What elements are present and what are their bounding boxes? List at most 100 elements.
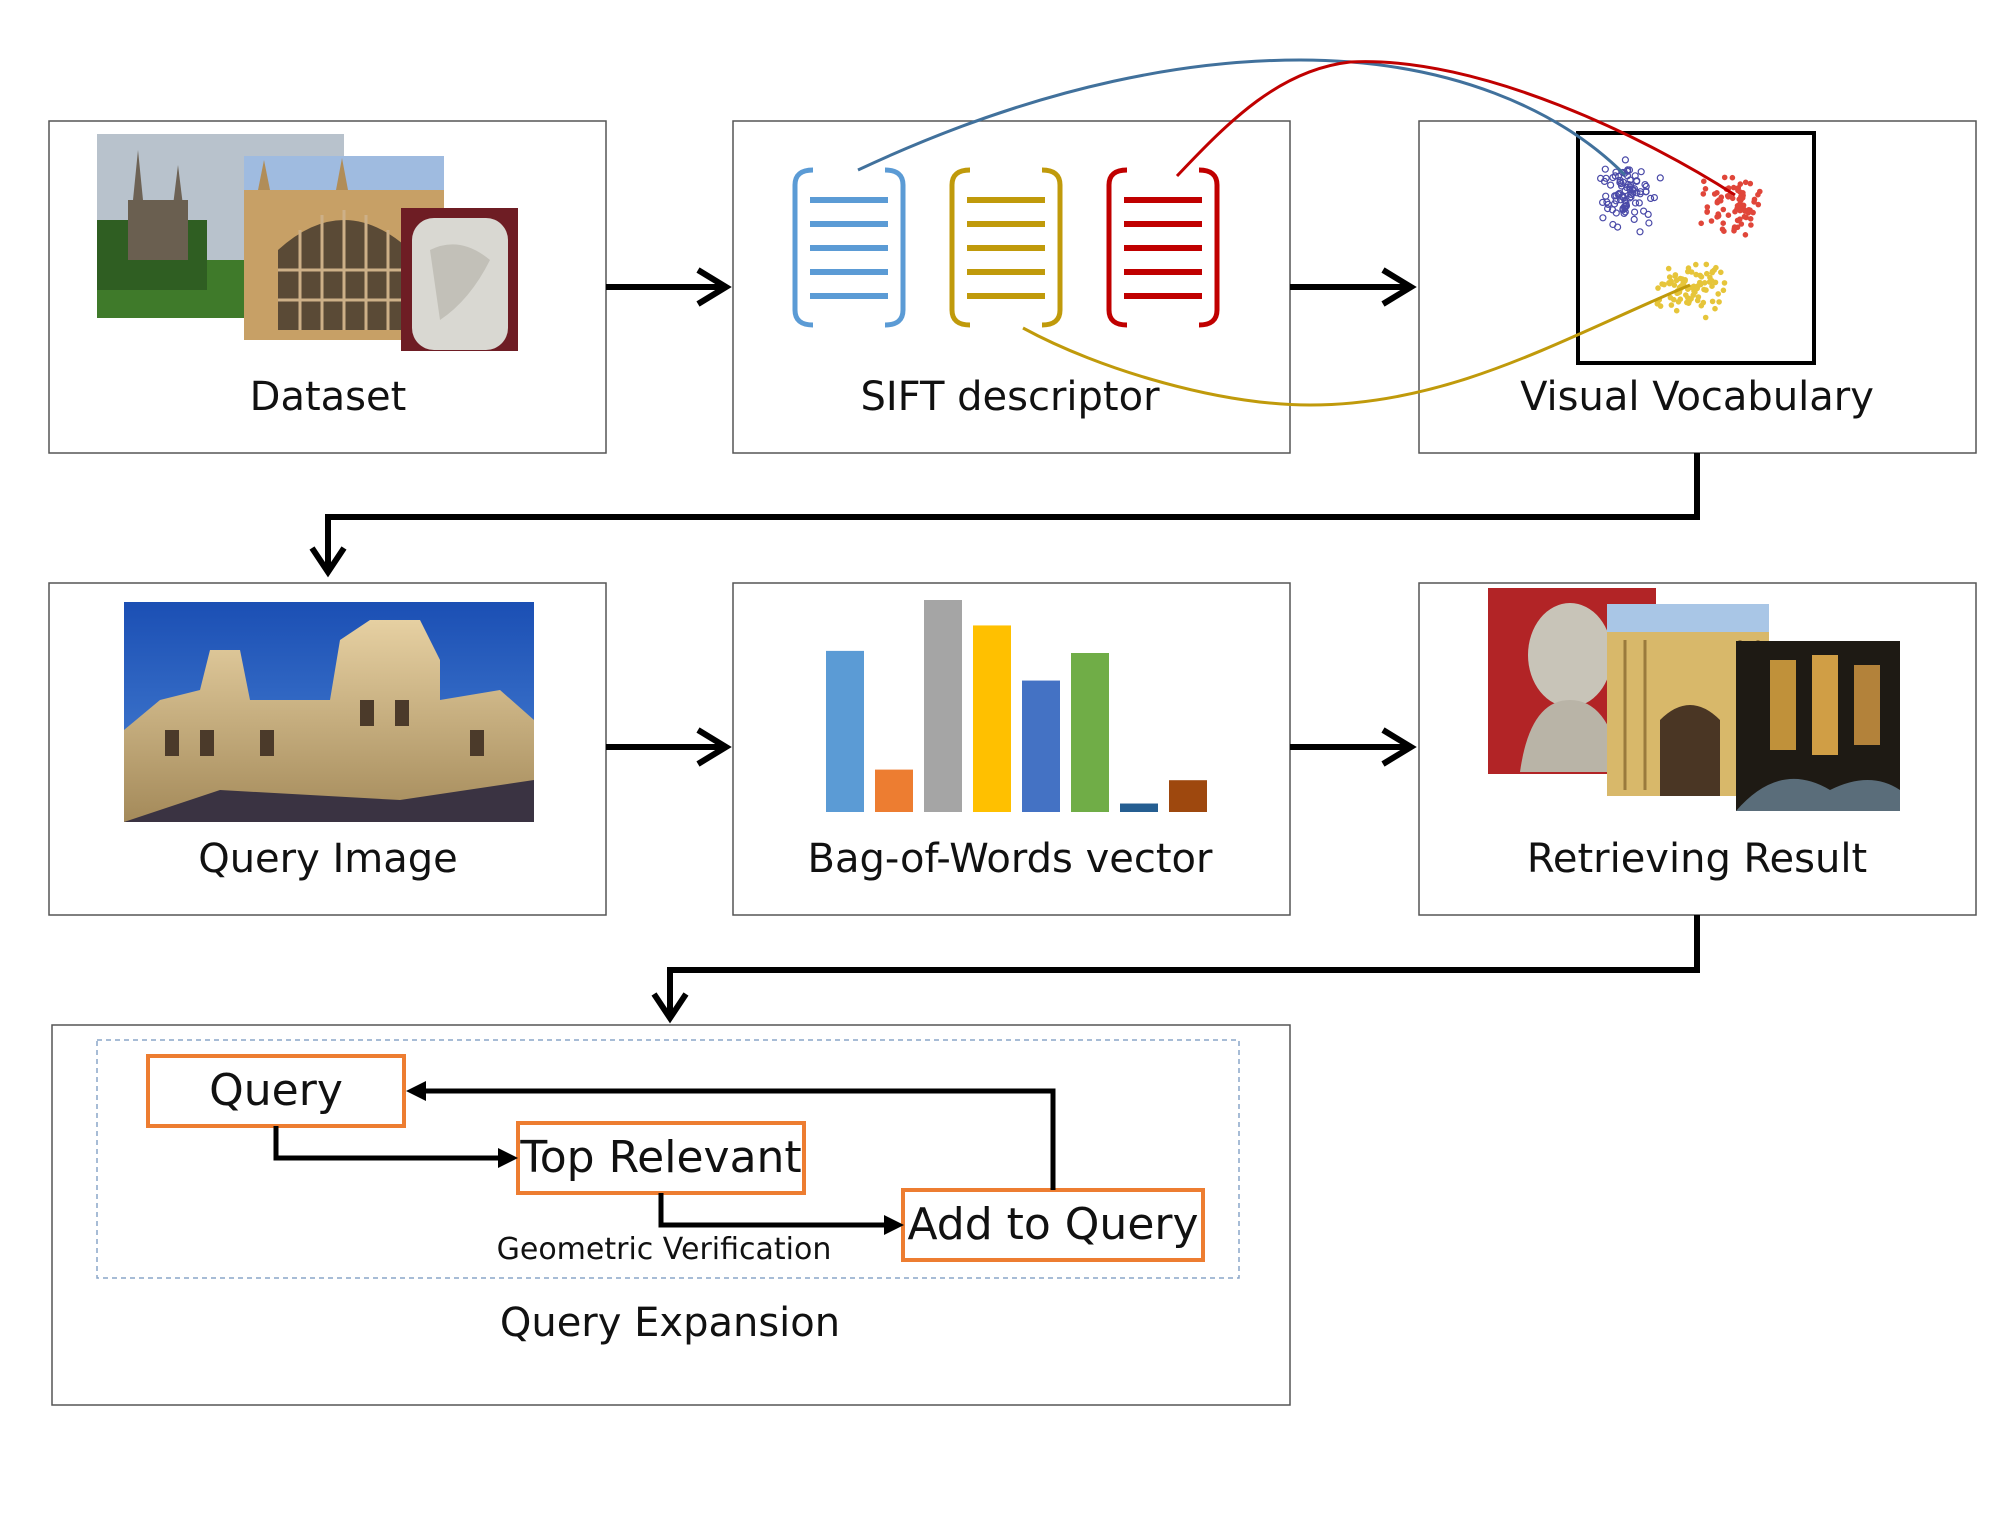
qe-edge-query-to-top xyxy=(273,1126,500,1161)
red-cluster-point xyxy=(1720,220,1727,227)
red-cluster-point xyxy=(1721,174,1728,181)
gold-cluster-point xyxy=(1688,295,1694,302)
bow-bar-3 xyxy=(924,600,962,812)
gold-cluster-point xyxy=(1665,265,1672,272)
blue-cluster-point xyxy=(1621,202,1630,211)
red-cluster-point xyxy=(1721,228,1727,235)
arrowhead-bow-to-result xyxy=(1381,727,1417,767)
blue-cluster-point xyxy=(1602,192,1610,200)
blue-cluster-point xyxy=(1631,172,1639,180)
red-cluster-point xyxy=(1735,187,1741,194)
blue-cluster-point xyxy=(1624,180,1632,189)
qe-add-to-query-label: Add to Query xyxy=(907,1199,1198,1250)
gold-cluster-point xyxy=(1684,299,1690,306)
blue-cluster-point xyxy=(1612,197,1620,205)
gold-cluster-point xyxy=(1668,302,1675,308)
red-cluster-point xyxy=(1701,178,1707,185)
blue-cluster-point xyxy=(1616,178,1624,187)
gold-cluster-point xyxy=(1718,269,1724,276)
red-cluster-point xyxy=(1737,200,1744,207)
blue-cluster-point xyxy=(1642,188,1650,196)
stage-label-vocabulary: Visual Vocabulary xyxy=(1520,374,1874,420)
gold-cluster-point xyxy=(1673,307,1680,314)
red-cluster-point xyxy=(1742,179,1749,186)
gold-cluster-point xyxy=(1720,287,1727,294)
blue-cluster-point xyxy=(1644,210,1652,218)
curve-blue-descriptor-to-cluster xyxy=(857,58,1627,177)
blue-cluster-point xyxy=(1599,214,1607,222)
gold-cluster-point xyxy=(1697,281,1704,288)
bow-bar-8 xyxy=(1169,780,1207,812)
red-cluster-point xyxy=(1747,180,1754,187)
query-photo-college xyxy=(124,602,534,822)
gold-cluster-point xyxy=(1703,287,1709,293)
sift-descriptor-blue xyxy=(792,167,906,328)
arrowhead-dataset-to-sift xyxy=(696,267,732,307)
blue-cluster-point xyxy=(1627,190,1635,199)
gold-cluster-point xyxy=(1677,296,1684,303)
gold-cluster-point xyxy=(1667,294,1674,301)
stage-label-dataset: Dataset xyxy=(250,374,407,420)
gold-cluster-point xyxy=(1704,270,1710,277)
dataset-box: Dataset xyxy=(48,120,607,454)
arrowhead-vocab-to-query xyxy=(309,546,347,578)
red-cluster-point xyxy=(1748,222,1754,228)
qe-arrowhead-top-to-add xyxy=(884,1215,904,1235)
gold-cluster-point xyxy=(1672,273,1678,279)
blue-cluster-point xyxy=(1631,199,1640,207)
bow-bar-5 xyxy=(1022,680,1060,812)
blue-cluster-point xyxy=(1610,192,1619,200)
qe-top-relevant-label: Top Relevant xyxy=(519,1132,801,1183)
red-cluster-point xyxy=(1755,201,1762,208)
gold-cluster-point xyxy=(1700,299,1707,306)
bow-bar-4 xyxy=(973,625,1011,812)
arrowhead-query-to-bow xyxy=(696,727,732,767)
gold-cluster-point xyxy=(1666,279,1672,286)
blue-cluster-point xyxy=(1601,165,1609,173)
dataset-photo-stone-relief xyxy=(401,208,518,351)
blue-cluster-point xyxy=(1639,207,1648,215)
qe-geometric-verification-label: Geometric Verification xyxy=(497,1232,832,1267)
red-cluster-point xyxy=(1751,199,1757,205)
blue-cluster-point xyxy=(1619,192,1627,201)
qe-query-label: Query xyxy=(209,1065,343,1116)
red-cluster-point xyxy=(1724,193,1731,199)
arrowhead-sift-to-vocab xyxy=(1381,267,1417,307)
red-cluster-point xyxy=(1741,213,1748,220)
blue-cluster-point xyxy=(1615,191,1623,199)
connector-result-to-expansion xyxy=(667,915,1700,1016)
blue-cluster-point xyxy=(1656,174,1664,182)
blue-cluster-point xyxy=(1641,181,1649,189)
gold-cluster-point xyxy=(1683,292,1689,298)
gold-cluster-point xyxy=(1694,297,1701,304)
query-expansion-dashed-frame xyxy=(96,1039,1240,1279)
curve-gold-descriptor-to-cluster xyxy=(1022,283,1691,407)
gold-cluster-point xyxy=(1697,272,1703,279)
blue-cluster-point xyxy=(1603,205,1612,213)
blue-cluster-point xyxy=(1617,180,1625,188)
qe-arrowhead-query-to-top xyxy=(498,1148,518,1168)
red-cluster-point xyxy=(1734,206,1740,212)
blue-cluster-point xyxy=(1646,194,1655,202)
red-cluster-point xyxy=(1757,188,1763,195)
red-cluster-point xyxy=(1720,206,1727,213)
stage-label-expansion: Query Expansion xyxy=(500,1300,840,1346)
gold-cluster-point xyxy=(1666,274,1673,280)
red-cluster-point xyxy=(1698,220,1705,227)
blue-cluster-point xyxy=(1645,219,1653,227)
gold-cluster-point xyxy=(1712,305,1718,312)
gold-cluster-point xyxy=(1715,291,1722,297)
blue-cluster-point xyxy=(1650,194,1659,202)
red-cluster-point xyxy=(1737,196,1744,202)
vocabulary-scatter xyxy=(1596,156,1763,321)
red-cluster-point xyxy=(1704,204,1711,210)
red-cluster-point xyxy=(1711,191,1718,197)
blue-cluster-point xyxy=(1630,215,1638,223)
gold-cluster-point xyxy=(1682,278,1688,284)
gold-cluster-point xyxy=(1671,282,1678,288)
bow-bar-6 xyxy=(1071,653,1109,812)
arrowhead-result-to-expansion xyxy=(651,992,689,1024)
blue-cluster-point xyxy=(1635,199,1643,207)
red-cluster-point xyxy=(1729,195,1736,202)
qe-arrowhead-add-to-query xyxy=(406,1081,426,1101)
